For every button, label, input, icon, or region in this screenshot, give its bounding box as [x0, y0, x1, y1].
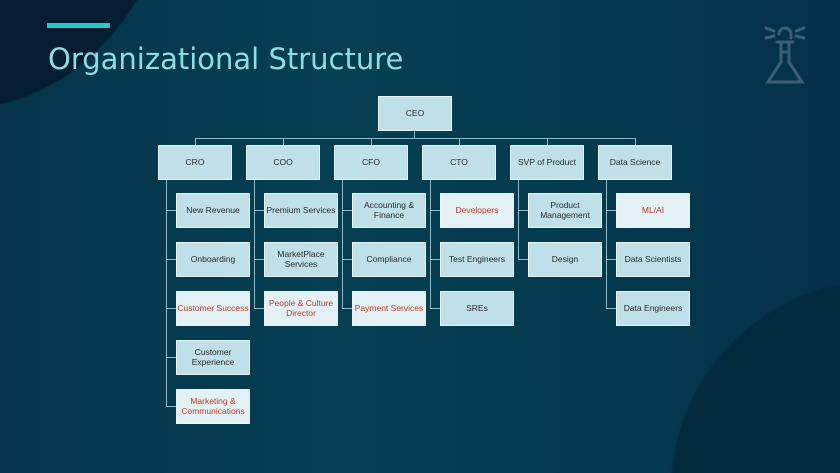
background-circle [670, 280, 840, 473]
org-box-team[interactable]: ML/AI [616, 193, 690, 228]
connector-line [606, 180, 607, 308]
title-accent-bar [47, 23, 110, 28]
connector-line [195, 138, 196, 145]
connector-line [414, 131, 415, 138]
org-box-department[interactable]: CRO [158, 145, 232, 180]
connector-line [254, 180, 255, 308]
connector-line [166, 180, 167, 406]
connector-line [371, 138, 372, 145]
org-box-team[interactable]: Design [528, 242, 602, 277]
connector-line [166, 406, 176, 407]
connector-line [606, 210, 616, 211]
org-box-department[interactable]: COO [246, 145, 320, 180]
connector-line [342, 180, 343, 308]
org-box-team[interactable]: Product Management [528, 193, 602, 228]
connector-line [635, 138, 636, 145]
org-box-team[interactable]: Onboarding [176, 242, 250, 277]
connector-line [606, 259, 616, 260]
background-circle [0, 0, 180, 110]
org-box-ceo[interactable]: CEO [378, 96, 452, 131]
connector-line [254, 210, 264, 211]
connector-line [342, 210, 352, 211]
org-box-team[interactable]: Customer Success [176, 291, 250, 326]
org-box-department[interactable]: CTO [422, 145, 496, 180]
org-box-team[interactable]: Test Engineers [440, 242, 514, 277]
connector-line [430, 308, 440, 309]
connector-line [166, 357, 176, 358]
org-box-department[interactable]: CFO [334, 145, 408, 180]
connector-line [430, 210, 440, 211]
org-box-team[interactable]: Compliance [352, 242, 426, 277]
connector-line [606, 308, 616, 309]
connector-line [459, 138, 460, 145]
connector-line [430, 180, 431, 308]
org-box-team[interactable]: Data Engineers [616, 291, 690, 326]
connector-line [518, 210, 528, 211]
connector-line [195, 138, 635, 139]
lighthouse-flask-icon [764, 26, 806, 84]
org-box-team[interactable]: Developers [440, 193, 514, 228]
org-box-team[interactable]: New Revenue [176, 193, 250, 228]
connector-line [342, 259, 352, 260]
org-box-team[interactable]: Customer Experience [176, 340, 250, 375]
connector-line [166, 308, 176, 309]
org-box-team[interactable]: MarketPlace Services [264, 242, 338, 277]
page-title: Organizational Structure [48, 42, 404, 76]
connector-line [254, 259, 264, 260]
connector-line [518, 259, 528, 260]
org-box-team[interactable]: Payment Services [352, 291, 426, 326]
connector-line [342, 308, 352, 309]
connector-line [254, 308, 264, 309]
org-box-team[interactable]: Data Scientists [616, 242, 690, 277]
org-box-team[interactable]: People & Culture Director [264, 291, 338, 326]
org-box-team[interactable]: Accounting & Finance [352, 193, 426, 228]
org-box-team[interactable]: Marketing & Communications [176, 389, 250, 424]
connector-line [430, 259, 440, 260]
connector-line [166, 210, 176, 211]
org-box-team[interactable]: SREs [440, 291, 514, 326]
connector-line [166, 259, 176, 260]
connector-line [547, 138, 548, 145]
connector-line [283, 138, 284, 145]
org-box-team[interactable]: Premium Services [264, 193, 338, 228]
org-box-department[interactable]: Data Science [598, 145, 672, 180]
org-box-department[interactable]: SVP of Product [510, 145, 584, 180]
connector-line [518, 180, 519, 259]
